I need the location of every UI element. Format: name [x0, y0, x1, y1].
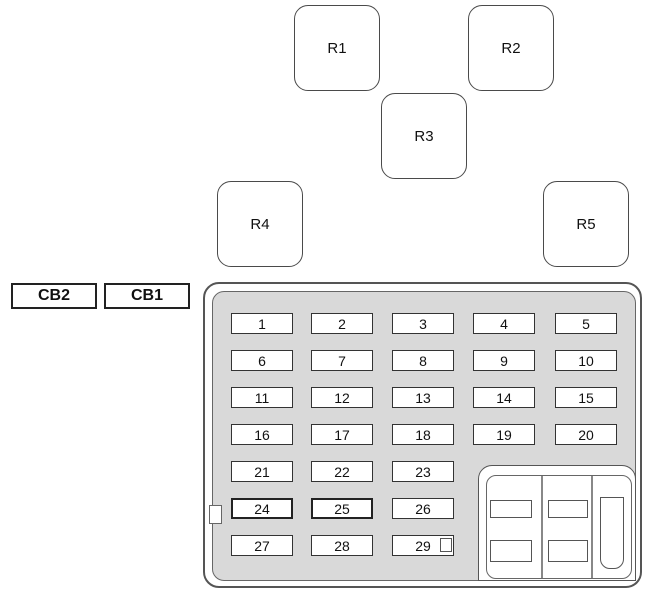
sub-module-long-slot [600, 497, 624, 569]
fuse-26: 26 [392, 498, 454, 519]
circuit-breaker-cb2: CB2 [11, 283, 97, 309]
fuse-25: 25 [311, 498, 373, 519]
fuse-16-label: 16 [254, 426, 270, 443]
fuse-10: 10 [555, 350, 617, 371]
fuse-18-label: 18 [415, 426, 431, 443]
fuse-9: 9 [473, 350, 535, 371]
relay-r1-label: R1 [327, 39, 347, 57]
fuse-28-label: 28 [334, 537, 350, 554]
fuse-12-label: 12 [334, 389, 350, 406]
fuse-4: 4 [473, 313, 535, 334]
fuse-14-label: 14 [496, 389, 512, 406]
cb2-label: CB2 [37, 287, 70, 304]
fuse-11-label: 11 [254, 389, 270, 406]
fuse-6-label: 6 [258, 352, 266, 369]
fuse-22-label: 22 [334, 463, 350, 480]
relay-r3: R3 [381, 93, 467, 179]
fuse-18: 18 [392, 424, 454, 445]
fuse-10-label: 10 [578, 352, 594, 369]
fuse-29-label: 29 [415, 537, 431, 554]
fuse-9-label: 9 [500, 352, 508, 369]
fuse-29: 29 [392, 535, 454, 556]
fuse-1-label: 1 [258, 315, 266, 332]
cb1-label: CB1 [130, 287, 163, 304]
fuse-11: 11 [231, 387, 293, 408]
sub-module-divider-left [541, 476, 543, 578]
fuse-4-label: 4 [500, 315, 508, 332]
relay-r5-label: R5 [576, 215, 596, 233]
fuse-24-label: 24 [254, 500, 270, 517]
fuse-16: 16 [231, 424, 293, 445]
fuse-5-label: 5 [582, 315, 590, 332]
relay-r2: R2 [468, 5, 554, 91]
fuse-2: 2 [311, 313, 373, 334]
fuse-27-label: 27 [254, 537, 270, 554]
fuse-19-label: 19 [496, 426, 512, 443]
fuse-24: 24 [231, 498, 293, 519]
sub-module-slot-1 [490, 500, 532, 518]
fuse-19: 19 [473, 424, 535, 445]
fuse-15: 15 [555, 387, 617, 408]
fuse-12: 12 [311, 387, 373, 408]
fuse-22: 22 [311, 461, 373, 482]
fuse-21: 21 [231, 461, 293, 482]
fuse-3: 3 [392, 313, 454, 334]
fuse-15-label: 15 [578, 389, 594, 406]
relay-r4-label: R4 [250, 215, 270, 233]
relay-r5: R5 [543, 181, 629, 267]
fuse-14: 14 [473, 387, 535, 408]
fuse-20: 20 [555, 424, 617, 445]
fuse-29-tab [440, 538, 452, 552]
fuse-6: 6 [231, 350, 293, 371]
fuse-20-label: 20 [578, 426, 594, 443]
sub-module-divider-right [591, 476, 593, 578]
fuse-8-label: 8 [419, 352, 427, 369]
fuse-2-label: 2 [338, 315, 346, 332]
fuse-7: 7 [311, 350, 373, 371]
fuse-13-label: 13 [415, 389, 431, 406]
fuse-17: 17 [311, 424, 373, 445]
fuse-7-label: 7 [338, 352, 346, 369]
fuse-panel-notch [209, 505, 222, 524]
sub-module-slot-2 [490, 540, 532, 562]
fuse-5: 5 [555, 313, 617, 334]
fuse-25-label: 25 [334, 500, 350, 517]
fuse-1: 1 [231, 313, 293, 334]
fuse-8: 8 [392, 350, 454, 371]
sub-module-slot-3 [548, 500, 588, 518]
fuse-13: 13 [392, 387, 454, 408]
relay-r2-label: R2 [501, 39, 521, 57]
fuse-26-label: 26 [415, 500, 431, 517]
circuit-breaker-cb1: CB1 [104, 283, 190, 309]
fuse-21-label: 21 [254, 463, 270, 480]
fuse-27: 27 [231, 535, 293, 556]
fuse-23: 23 [392, 461, 454, 482]
relay-r4: R4 [217, 181, 303, 267]
relay-r1: R1 [294, 5, 380, 91]
fuse-23-label: 23 [415, 463, 431, 480]
fuse-3-label: 3 [419, 315, 427, 332]
relay-r3-label: R3 [414, 127, 434, 145]
sub-module-slot-4 [548, 540, 588, 562]
fuse-17-label: 17 [334, 426, 350, 443]
fuse-28: 28 [311, 535, 373, 556]
